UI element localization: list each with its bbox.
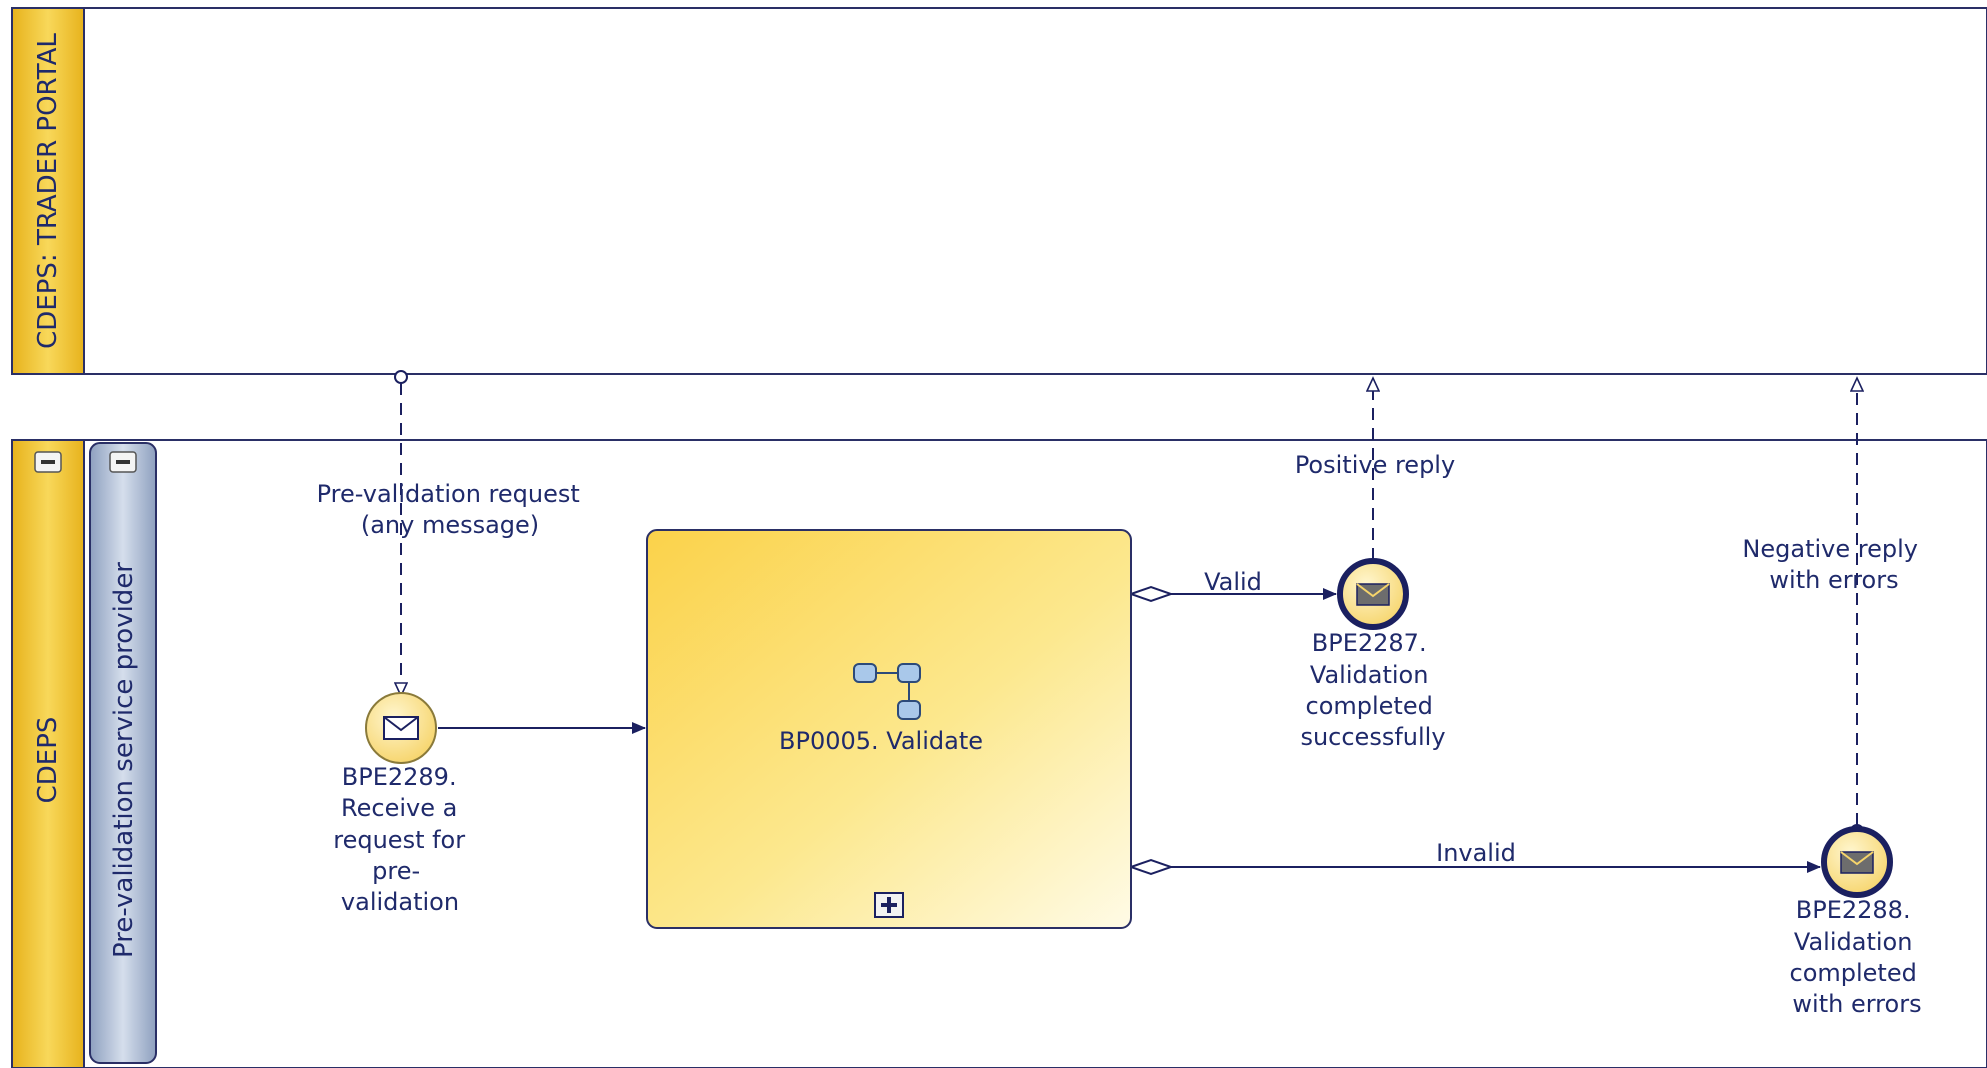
errors-label-line-3: completed [1790,959,1917,987]
pool-trader-portal-header[interactable] [11,7,85,375]
sequence-flow-valid-label: Valid [1204,568,1262,596]
pool-cdeps-label: CDEPS [33,717,63,804]
subprocess-bp0005[interactable]: BP0005. Validate [646,529,1132,929]
pool-cdeps-header[interactable] [11,439,85,1068]
positive-label-line-1: Positive reply [1295,451,1455,479]
success-label-line-2: Validation [1310,661,1429,689]
lane-prevalidation-header[interactable] [89,442,157,1064]
errors-label-line-2: Validation [1794,928,1913,956]
sequence-flow-valid[interactable] [1127,585,1337,603]
end-event-success-label: BPE2287. Validation completed successful… [1300,629,1445,751]
end-event-bpe2288[interactable] [1821,826,1893,898]
lane-prevalidation[interactable]: Pre-validation service provider [89,442,157,1064]
sequence-flow-invalid-label: Invalid [1436,839,1516,867]
end-event-bpe2287[interactable] [1337,558,1409,630]
start-label-line-1: BPE2289. [342,763,457,791]
subprocess-label: BP0005. Validate [779,727,983,755]
lane-prevalidation-label: Pre-validation service provider [109,562,139,958]
pool-cdeps-collapse-icon[interactable] [34,451,62,473]
expand-subprocess-icon[interactable] [874,892,904,918]
message-flow-request-label: Pre-validation request (any message) [317,480,588,539]
process-tree-icon [853,663,921,720]
negative-label-line-1: Negative reply [1742,535,1918,563]
negative-label-line-2: with errors [1769,566,1898,594]
pool-trader-portal[interactable]: CDEPS: TRADER PORTAL [11,7,1987,375]
envelope-icon [383,716,419,740]
success-label-line-4: successfully [1300,723,1445,751]
request-label-line-1: Pre-validation request [317,480,580,508]
start-label-line-3: request for [333,826,465,854]
message-flow-positive-label: Positive reply [1295,451,1455,479]
sequence-flow-invalid[interactable] [1127,858,1821,876]
start-label-line-2: Receive a [341,794,457,822]
envelope-icon [1356,583,1390,606]
start-label-line-5: validation [341,888,459,916]
request-label-line-2: (any message) [361,511,539,539]
start-event-label: BPE2289. Receive a request for pre- vali… [333,763,473,916]
lane-collapse-icon[interactable] [109,451,137,473]
message-flow-request[interactable] [394,370,408,696]
pool-trader-portal-label: CDEPS: TRADER PORTAL [33,33,63,349]
envelope-icon [1840,851,1874,874]
success-label-line-1: BPE2287. [1312,629,1427,657]
start-event-bpe2289[interactable] [365,692,437,764]
start-label-line-4: pre- [372,857,420,885]
message-flow-negative-label: Negative reply with errors [1742,535,1925,594]
end-event-errors-label: BPE2288. Validation completed with error… [1790,896,1925,1018]
errors-label-line-4: with errors [1792,990,1921,1018]
errors-label-line-1: BPE2288. [1796,896,1911,924]
pool-trader-portal-border [11,7,1987,375]
success-label-line-3: completed [1306,692,1433,720]
